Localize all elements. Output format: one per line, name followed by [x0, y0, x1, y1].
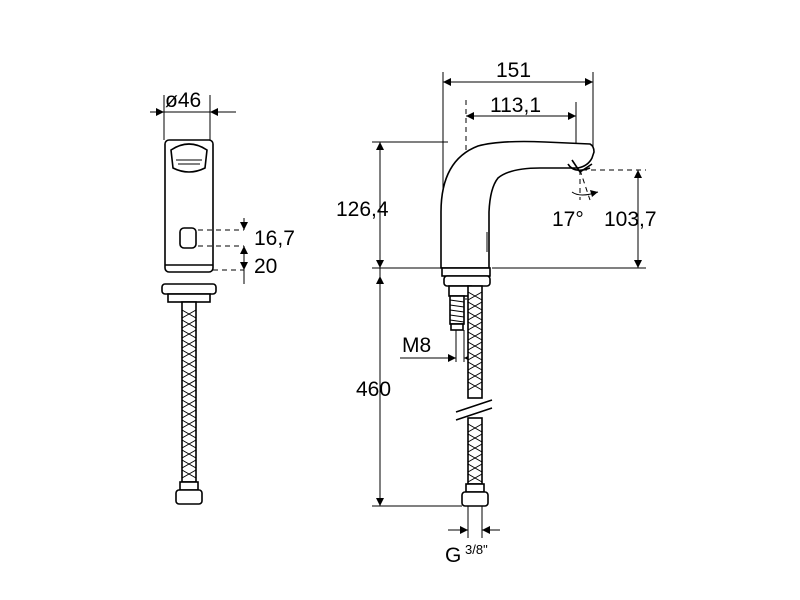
base-nut-front — [167, 293, 211, 303]
top-vent — [170, 143, 208, 173]
hose-front — [175, 301, 203, 505]
spout-angle-label: 17° — [552, 208, 584, 231]
base-ring-side — [441, 267, 491, 277]
connection-dimension: G 3/8" — [445, 506, 500, 567]
sensor-gap-label: 16,7 — [254, 227, 295, 250]
hose-side — [455, 285, 493, 507]
faucet-body-side — [440, 140, 595, 269]
body-height-dimension: 126,4 — [336, 141, 448, 269]
spout-angle-dimension: 17° — [552, 169, 599, 231]
sensor-window — [179, 227, 197, 249]
sensor-dimensions: 16,7 20 — [198, 218, 295, 284]
width-total-label: 151 — [496, 59, 531, 82]
hose-length-label: 460 — [356, 378, 391, 401]
diameter-dimension: ø46 — [150, 89, 236, 140]
thread-label: M8 — [402, 334, 431, 357]
connection-fraction-label: 3/8" — [465, 542, 488, 557]
faucet-body-front — [164, 139, 214, 273]
side-view: 151 113,1 126,4 — [336, 59, 657, 567]
diameter-label: ø46 — [165, 89, 201, 112]
base-plate-side — [443, 275, 491, 287]
front-view: ø46 16,7 — [150, 89, 295, 505]
spout-height-label: 103,7 — [604, 208, 657, 231]
base-plate-front — [161, 283, 217, 295]
width-spout-label: 113,1 — [490, 94, 541, 117]
body-height-label: 126,4 — [336, 198, 389, 221]
thread-dimension: M8 — [400, 330, 476, 362]
sensor-bottom-label: 20 — [254, 255, 277, 278]
threaded-rod — [449, 295, 465, 331]
spout-height-dimension: 103,7 — [492, 169, 657, 269]
hose-length-dimension: 460 — [356, 268, 462, 507]
connection-main-label: G — [445, 544, 461, 567]
